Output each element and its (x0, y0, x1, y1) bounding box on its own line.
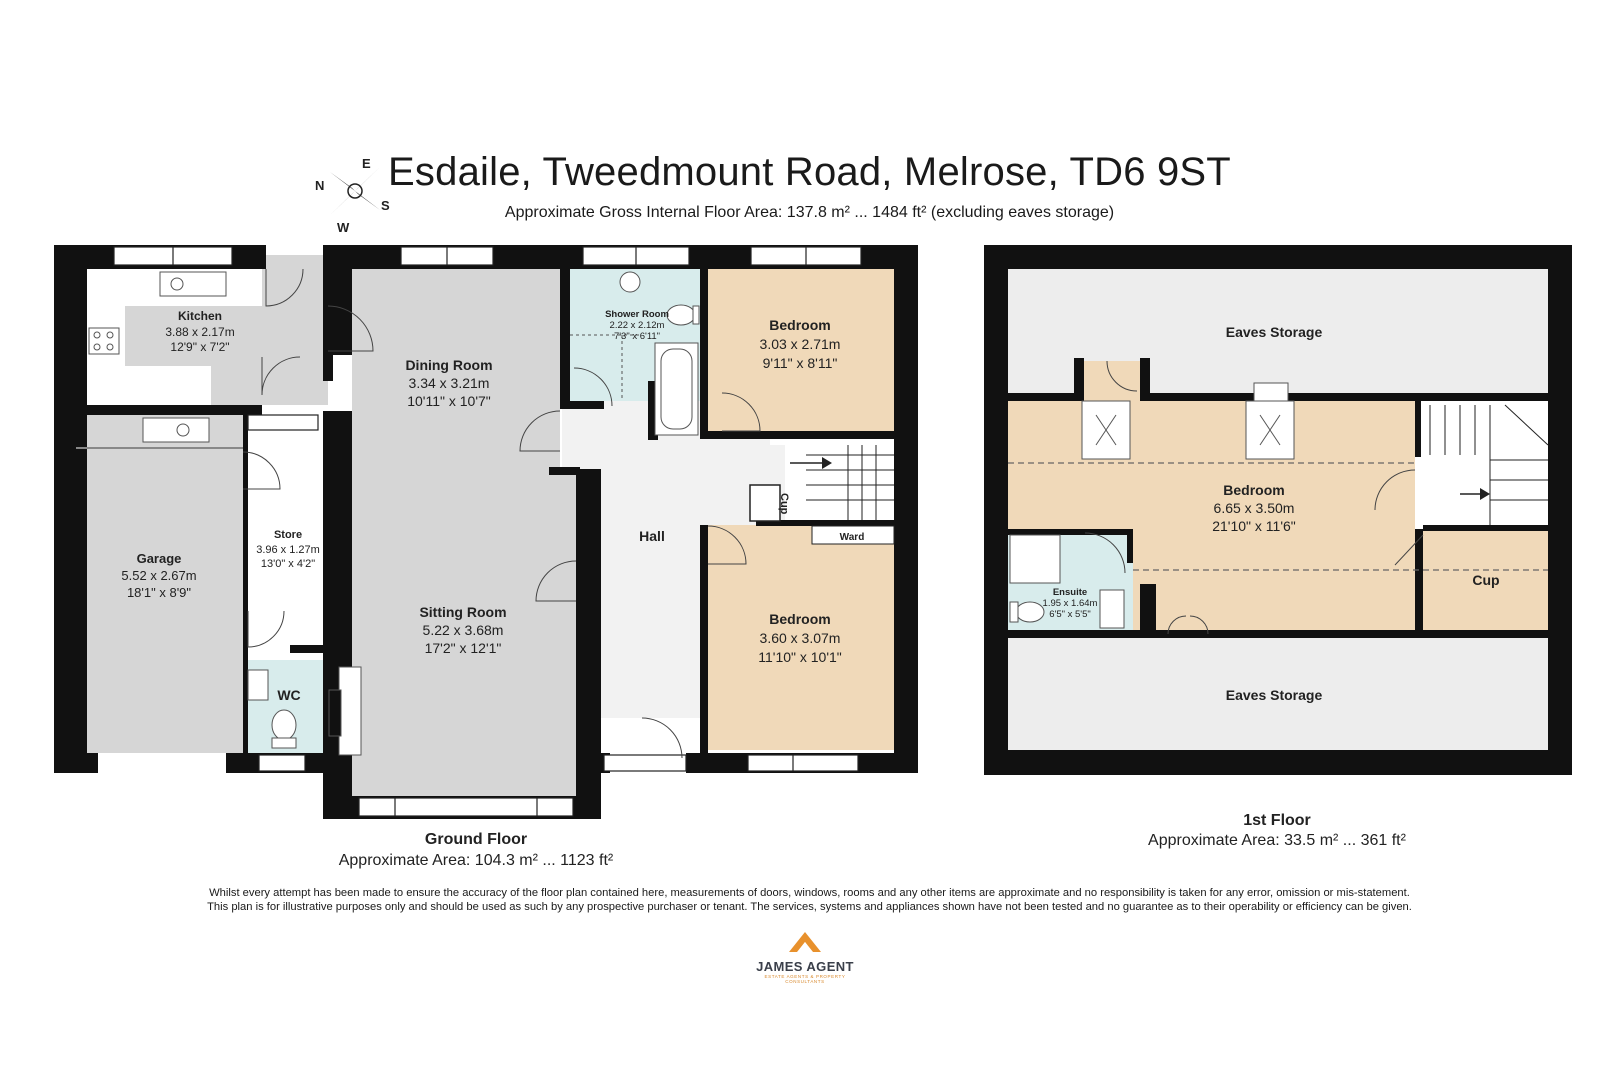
ground-floor-doors (242, 268, 761, 759)
fireplace-icon (338, 666, 362, 756)
garage-imperial: 18'1" x 8'9" (127, 585, 191, 600)
first-stairs-treads (1429, 404, 1549, 525)
garage-room (76, 415, 243, 753)
dining-metric: 3.34 x 3.21m (409, 375, 490, 391)
ground-floor-label: Ground Floor (425, 831, 527, 848)
ensuite-toilet-icon (1015, 601, 1045, 623)
page-subtitle: Approximate Gross Internal Floor Area: 1… (504, 204, 1115, 221)
dining-name: Dining Room (405, 357, 492, 373)
hall-name: Hall (639, 528, 665, 544)
first-stairs (1415, 401, 1548, 529)
skylights (1081, 382, 1295, 460)
garage-name: Garage (137, 551, 182, 566)
bedroom-2-metric: 3.60 x 3.07m (760, 630, 841, 646)
store-imperial: 13'0" x 4'2" (261, 558, 315, 570)
first-floor-label: 1st Floor (1243, 812, 1311, 829)
ground-floor-area: Approximate Area: 104.3 m² ... 1123 ft² (339, 852, 614, 869)
sitting-metric: 5.22 x 3.68m (423, 622, 504, 638)
kitchen-name: Kitchen (178, 309, 222, 323)
ground-floor-plan: Cup Ward Kitchen 3.88 x 2.17m 12'9" x 7'… (54, 245, 918, 869)
first-cup-name: Cup (1472, 572, 1499, 588)
utility-sink-icon (142, 417, 210, 443)
kitchen-imperial: 12'9" x 7'2" (170, 340, 229, 354)
bedroom-1-name: Bedroom (769, 317, 830, 333)
bedroom-1-metric: 3.03 x 2.71m (760, 336, 841, 352)
stairs-treads (806, 445, 894, 523)
wc-name: WC (277, 687, 300, 703)
shower-imperial: 7'3" x 6'11" (614, 331, 660, 342)
sitting-imperial: 17'2" x 12'1" (425, 640, 502, 656)
basin-icon (619, 271, 641, 293)
ensuite-basin-icon (1099, 589, 1125, 629)
garage-metric: 5.52 x 2.67m (121, 568, 196, 583)
store-name: Store (274, 529, 302, 541)
disclaimer-line-2: This plan is for illustrative purposes o… (207, 901, 1412, 913)
first-bedroom-imperial: 21'10" x 11'6" (1212, 518, 1296, 534)
disclaimer-line-1: Whilst every attempt has been made to en… (209, 887, 1410, 899)
bedroom-1-room (706, 269, 894, 439)
logo-tagline: ESTATE AGENTS & PROPERTY CONSULTANTS (764, 974, 846, 984)
bedroom-2-name: Bedroom (769, 611, 830, 627)
kitchen-passage (262, 255, 328, 405)
ensuite-imperial: 6'5" x 5'5" (1049, 609, 1091, 620)
agent-logo: JAMES AGENT ESTATE AGENTS & PROPERTY CON… (745, 930, 865, 984)
stairs (806, 445, 894, 523)
bedroom-1-imperial: 9'11" x 8'11" (763, 355, 838, 371)
compass-e-label: E (362, 156, 371, 171)
shower-metric: 2.22 x 2.12m (610, 320, 665, 331)
compass-icon: E N S W (315, 156, 390, 235)
wc-basin-icon (247, 669, 269, 701)
store-metric: 3.96 x 1.27m (256, 544, 320, 556)
compass-w-label: W (337, 220, 350, 235)
sitting-name: Sitting Room (419, 604, 506, 620)
first-floor-plan: Eaves Storage Eaves Storage Bedroom 6.65… (984, 245, 1572, 849)
ground-ward-label: Ward (840, 532, 865, 543)
dining-imperial: 10'11" x 10'7" (407, 393, 491, 409)
logo-mark-icon (789, 932, 821, 952)
compass-s-label: S (381, 198, 390, 213)
shower-name: Shower Room (605, 309, 669, 320)
dining-room (352, 269, 560, 469)
wc-toilet-icon (271, 709, 297, 741)
first-bedroom-metric: 6.65 x 3.50m (1214, 500, 1295, 516)
ensuite-name: Ensuite (1053, 587, 1087, 598)
compass-n-label: N (315, 178, 324, 193)
logo-name: JAMES AGENT (756, 959, 854, 974)
bedroom-2-room (708, 525, 894, 750)
ground-cup-label: Cup (778, 493, 790, 515)
first-bedroom-name: Bedroom (1223, 482, 1284, 498)
eaves-top-name: Eaves Storage (1226, 324, 1323, 340)
kitchen-metric: 3.88 x 2.17m (165, 325, 234, 339)
kitchen-sink-icon (159, 271, 227, 297)
ground-floor-fixtures (76, 271, 700, 756)
bedroom-2-imperial: 11'10" x 10'1" (758, 649, 842, 665)
first-cup-room (1422, 529, 1548, 634)
hob-icon (88, 327, 120, 355)
ensuite-metric: 1.95 x 1.64m (1043, 598, 1098, 609)
toilet-icon (666, 304, 696, 326)
page-title: Esdaile, Tweedmount Road, Melrose, TD6 9… (388, 150, 1231, 194)
disclaimer: Whilst every attempt has been made to en… (0, 886, 1619, 914)
first-floor-area: Approximate Area: 33.5 m² ... 361 ft² (1148, 832, 1407, 849)
first-bedroom-room (1008, 361, 1548, 634)
hall-room (562, 401, 785, 718)
eaves-bottom-name: Eaves Storage (1226, 687, 1323, 703)
sitting-room (352, 469, 576, 796)
ensuite-shower-icon (1009, 534, 1061, 584)
